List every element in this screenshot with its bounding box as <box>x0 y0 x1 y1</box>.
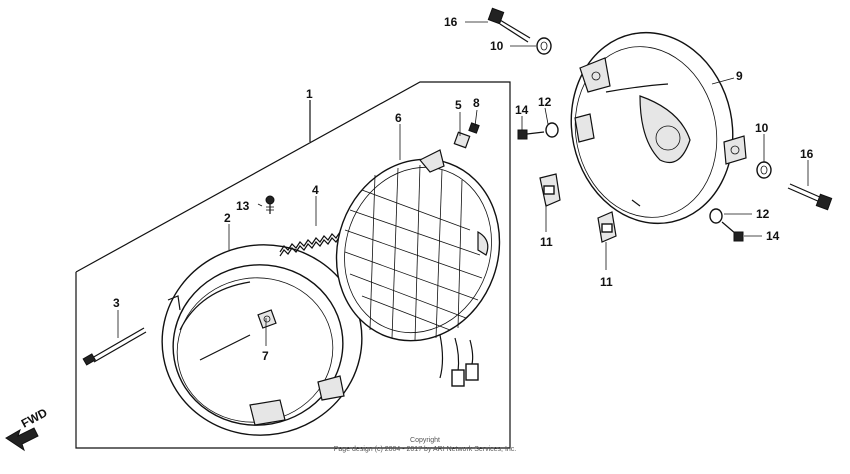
callout-2: 2 <box>224 211 231 225</box>
callout-3: 3 <box>113 296 120 310</box>
headlight-rim <box>161 244 363 436</box>
screw-and-washer-left <box>517 122 559 140</box>
clip-left <box>539 173 561 207</box>
headlight-case <box>570 31 747 225</box>
callout-8: 8 <box>473 96 480 110</box>
callout-16-right: 16 <box>800 147 814 161</box>
callout-12-top: 12 <box>538 95 552 109</box>
mounting-bolt-top <box>487 7 552 55</box>
callout-16-top: 16 <box>444 15 458 29</box>
lens-grid <box>344 164 483 341</box>
adjusting-spring <box>279 231 341 257</box>
clip-right <box>597 211 617 243</box>
copyright-line-1: Copyright <box>410 437 440 444</box>
callout-numbers: 1 2 3 4 5 6 7 8 9 10 10 11 11 12 12 13 1… <box>113 15 814 363</box>
callout-11-left: 11 <box>540 235 553 249</box>
callout-1: 1 <box>306 87 313 101</box>
adjusting-screw <box>82 327 147 366</box>
callout-9: 9 <box>736 69 743 83</box>
callout-12-right: 12 <box>756 207 770 221</box>
assembly-bracket <box>75 81 511 449</box>
leader-lines <box>117 21 809 346</box>
copyright-line-2: Page design (c) 2004 - 2017 by ARI Netwo… <box>333 446 517 453</box>
callout-4: 4 <box>312 183 319 197</box>
sealed-beam-unit <box>335 149 501 387</box>
mounting-bolt-right <box>756 161 833 211</box>
callout-13: 13 <box>236 199 250 213</box>
callout-10-right: 10 <box>755 121 769 135</box>
callout-11-right: 11 <box>600 275 613 289</box>
screw-and-washer-right <box>709 208 744 242</box>
callout-14-right: 14 <box>766 229 780 243</box>
callout-6: 6 <box>395 111 402 125</box>
callout-5: 5 <box>455 98 462 112</box>
callout-7: 7 <box>262 349 269 363</box>
small-screw <box>265 195 275 214</box>
callout-10-top: 10 <box>490 39 504 53</box>
fwd-label: FWD <box>19 405 50 430</box>
clip-and-nut <box>453 122 480 149</box>
callout-14-top: 14 <box>515 103 529 117</box>
